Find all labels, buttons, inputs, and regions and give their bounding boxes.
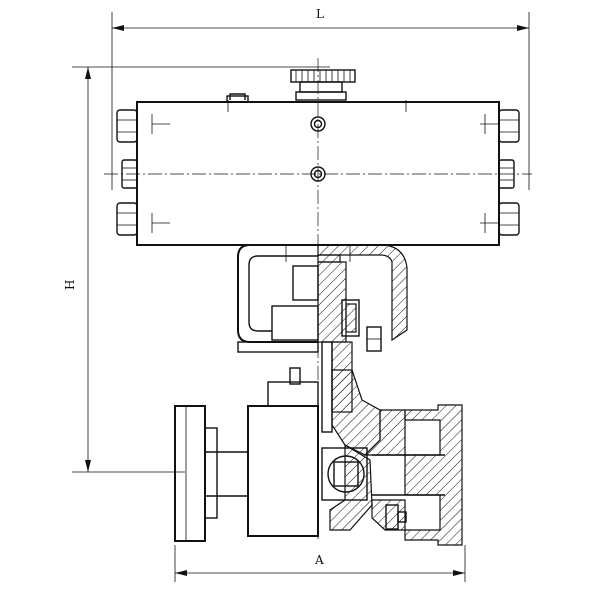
dimension-l-label: L — [316, 7, 324, 21]
dimension-h: H — [63, 66, 330, 473]
dimension-l: L — [111, 7, 530, 190]
position-indicator — [226, 69, 356, 103]
dimension-a-label: A — [314, 553, 324, 567]
dimension-a: A — [174, 545, 466, 582]
section-view — [317, 244, 463, 546]
actuator-bolts — [116, 109, 520, 236]
dimension-h-label: H — [63, 280, 77, 290]
valve-body-left — [174, 367, 319, 542]
